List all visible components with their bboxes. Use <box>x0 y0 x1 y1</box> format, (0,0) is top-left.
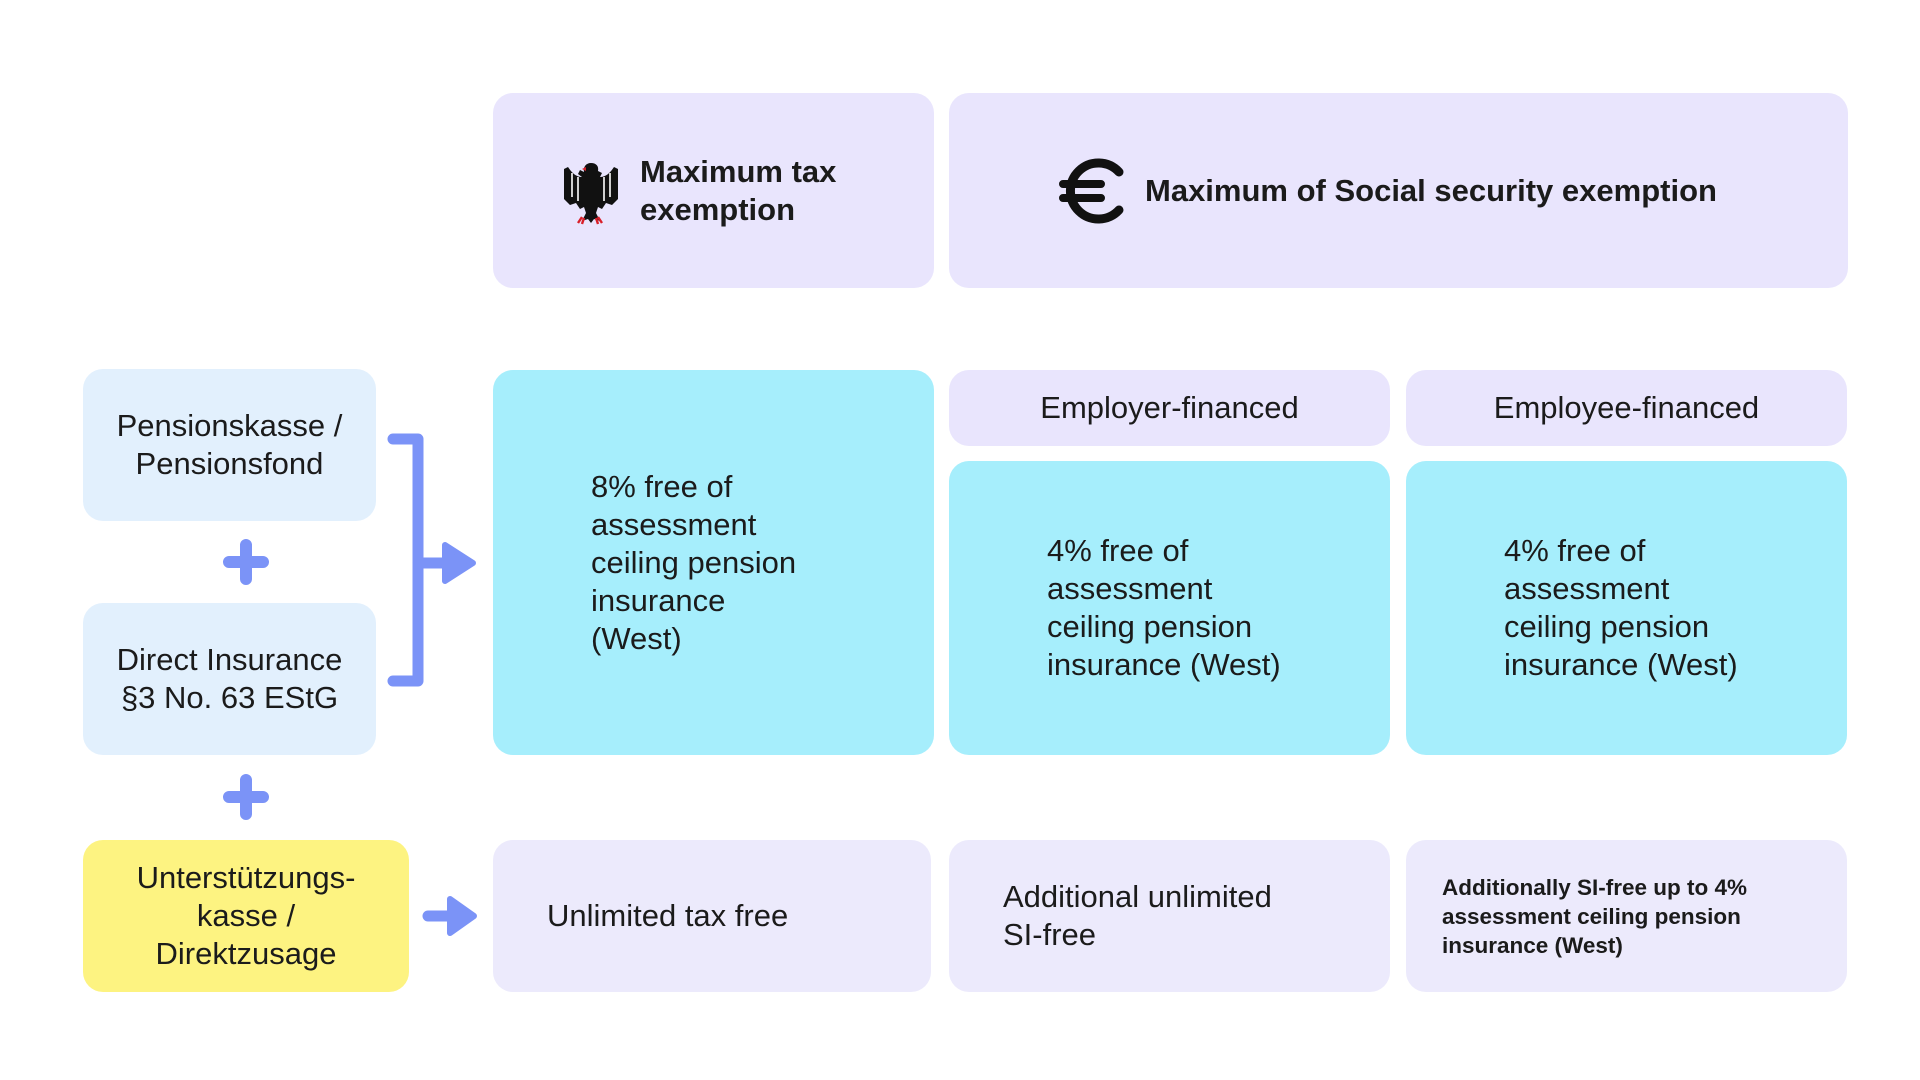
plus-icon <box>223 539 269 585</box>
tax-bottom-cell: Unlimited tax free <box>493 840 931 992</box>
employee-main-text: 4% free of assessment ceiling pension in… <box>1504 533 1738 682</box>
employer-bottom-cell: Additional unlimited SI-free <box>949 840 1390 992</box>
employer-financed-header: Employer-financed <box>949 370 1390 446</box>
direct-insurance-label: Direct Insurance §3 No. 63 EStG <box>116 642 343 715</box>
employee-main-cell: 4% free of assessment ceiling pension in… <box>1406 461 1847 755</box>
employer-main-text: 4% free of assessment ceiling pension in… <box>1047 533 1281 682</box>
eagle-icon <box>564 162 618 224</box>
employer-bottom-text: Additional unlimited SI-free <box>1003 879 1272 952</box>
employee-financed-label: Employee-financed <box>1493 390 1760 425</box>
tax-main-cell: 8% free of assessment ceiling pension in… <box>493 370 934 755</box>
pensionskasse-box: Pensionskasse / Pensionsfond <box>83 369 376 521</box>
employer-main-cell: 4% free of assessment ceiling pension in… <box>949 461 1390 755</box>
tax-bottom-text: Unlimited tax free <box>547 898 789 933</box>
tax-exemption-header: Maximum tax exemption <box>493 93 934 288</box>
employee-bottom-cell: Additionally SI-free up to 4% assessment… <box>1406 840 1847 992</box>
employer-financed-label: Employer-financed <box>1040 390 1299 425</box>
employee-financed-header: Employee-financed <box>1406 370 1847 446</box>
unterstuetzungskasse-label: Unterstützungs- kasse / Direktzusage <box>136 860 356 971</box>
tax-main-text: 8% free of assessment ceiling pension in… <box>591 468 797 656</box>
plus-icon <box>223 774 269 820</box>
tax-exemption-title: Maximum tax exemption <box>640 153 837 227</box>
employee-bottom-text: Additionally SI-free up to 4% assessment… <box>1442 874 1748 958</box>
bracket-arrow-connector <box>387 433 476 687</box>
arrow-icon <box>422 896 477 936</box>
euro-icon <box>1059 158 1124 223</box>
direct-insurance-box: Direct Insurance §3 No. 63 EStG <box>83 603 376 755</box>
social-security-header: Maximum of Social security exemption <box>949 93 1848 288</box>
unterstuetzungskasse-box: Unterstützungs- kasse / Direktzusage <box>83 840 409 992</box>
social-security-title: Maximum of Social security exemption <box>1145 172 1717 208</box>
pensionskasse-label: Pensionskasse / Pensionsfond <box>116 408 343 481</box>
